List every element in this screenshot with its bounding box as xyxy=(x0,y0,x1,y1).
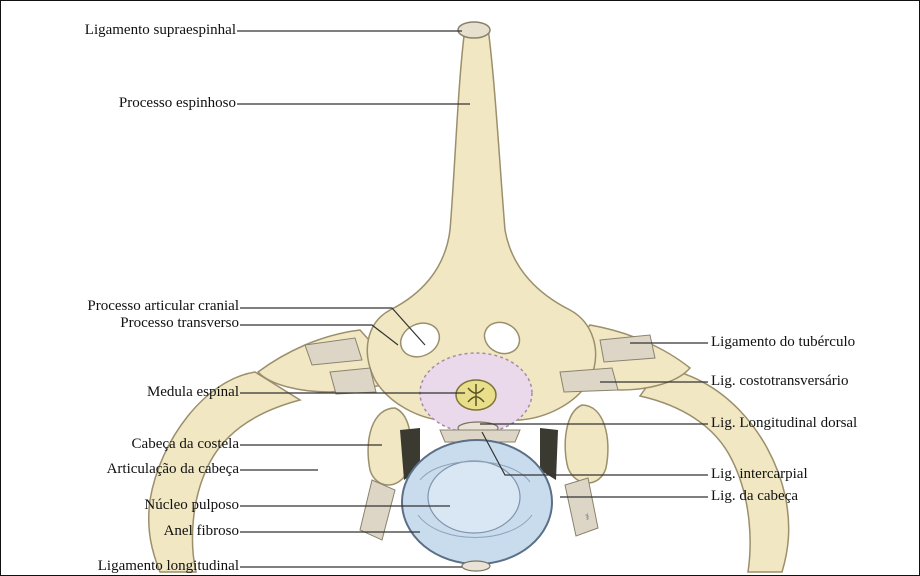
label-medula-espinal: Medula espinal xyxy=(147,384,239,401)
label-processo-espinhoso: Processo espinhoso xyxy=(119,95,236,112)
label-lig-costotransversario: Lig. costotransversário xyxy=(711,373,848,390)
label-cabeca-da-costela: Cabeça da costela xyxy=(132,436,239,453)
ventral-longitudinal-ligament xyxy=(462,561,490,571)
supraspinous-ligament-cap xyxy=(458,22,490,38)
nucleus-pulposus xyxy=(428,461,520,533)
label-nucleo-pulposo: Núcleo pulposo xyxy=(144,497,239,514)
rib-head-right xyxy=(565,405,608,483)
label-lig-longitudinal-dorsal: Lig. Longitudinal dorsal xyxy=(711,415,857,432)
label-processo-transverso: Processo transverso xyxy=(120,315,239,332)
artist-mark: ⚕ xyxy=(585,513,590,523)
label-ligamento-do-tuberculo: Ligamento do tubérculo xyxy=(711,334,855,351)
label-articulacao-da-cabeca: Articulação da cabeça xyxy=(107,461,239,478)
label-ligamento-longitudinal: Ligamento longitudinal xyxy=(98,558,239,575)
label-lig-intercarpial: Lig. intercarpial xyxy=(711,466,808,483)
label-processo-articular-cranial: Processo articular cranial xyxy=(87,298,239,315)
label-lig-da-cabeca: Lig. da cabeça xyxy=(711,488,798,505)
label-ligamento-supraespinhal: Ligamento supraespinhal xyxy=(85,22,236,39)
label-anel-fibroso: Anel fibroso xyxy=(164,523,239,540)
